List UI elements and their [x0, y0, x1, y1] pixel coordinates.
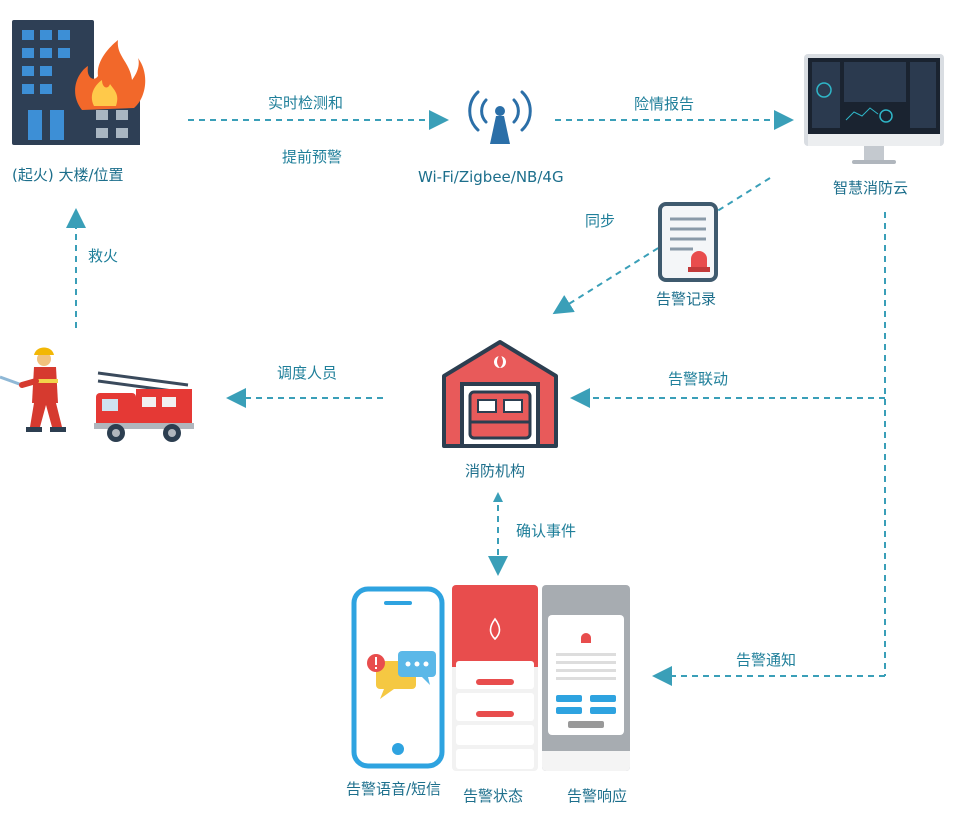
edge-label-sync: 同步 [585, 212, 616, 230]
edge-label-linkage: 告警联动 [668, 370, 729, 388]
burning-building-icon [12, 20, 146, 145]
gateway-label: Wi-Fi/Zigbee/NB/4G [418, 168, 564, 186]
voice-sms-label: 告警语音/短信 [346, 780, 442, 798]
cloud-label: 智慧消防云 [833, 179, 909, 197]
edge-label-report: 险情报告 [634, 95, 695, 113]
status-label: 告警状态 [463, 787, 524, 805]
edge-label-notify: 告警通知 [736, 651, 797, 669]
arrow-confirm-up [493, 492, 503, 502]
alarm-record-icon [658, 202, 718, 282]
flame-icon [489, 617, 501, 641]
edge-label-detect-2: 提前预警 [282, 148, 343, 166]
alarm-status-screenshot [452, 585, 538, 771]
response-label: 告警响应 [567, 787, 628, 805]
building-label: (起火) 大楼/位置 [12, 166, 124, 184]
firefighter-truck-icon [0, 347, 194, 442]
alarm-bell-icon [581, 633, 591, 643]
alarm-response-screenshot [542, 585, 630, 771]
edge-label-rescue: 救火 [88, 247, 119, 265]
antenna-icon [468, 90, 532, 144]
record-label: 告警记录 [656, 290, 717, 308]
monitor-icon [804, 54, 944, 164]
edge-label-detect-1: 实时检测和 [268, 94, 344, 112]
edge-label-confirm: 确认事件 [516, 522, 577, 540]
edge-label-dispatch: 调度人员 [277, 364, 338, 382]
phone-sms-icon [351, 586, 445, 769]
station-label: 消防机构 [465, 462, 526, 480]
firefighter-icon [0, 347, 66, 432]
fire-truck-icon [94, 371, 194, 442]
fire-station-icon [442, 340, 558, 448]
